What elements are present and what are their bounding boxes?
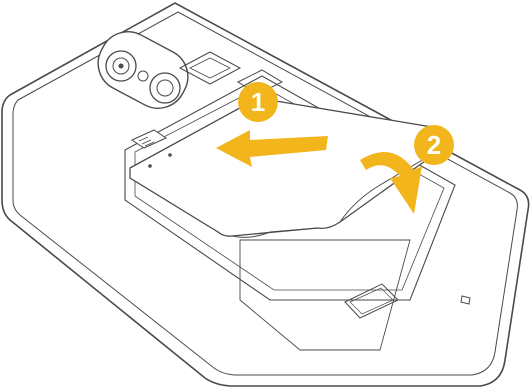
battery-contact-dot: [148, 164, 152, 168]
battery-contact-dot: [168, 153, 172, 157]
step-number-2: 2: [427, 130, 441, 160]
step-badge-1: 1: [238, 82, 278, 122]
step-badge-2: 2: [414, 125, 454, 165]
step-number-1: 1: [251, 87, 265, 117]
camera-lens-secondary-inner: [157, 80, 173, 96]
camera-lens-main-dot: [119, 64, 124, 69]
camera-flash: [138, 71, 148, 81]
